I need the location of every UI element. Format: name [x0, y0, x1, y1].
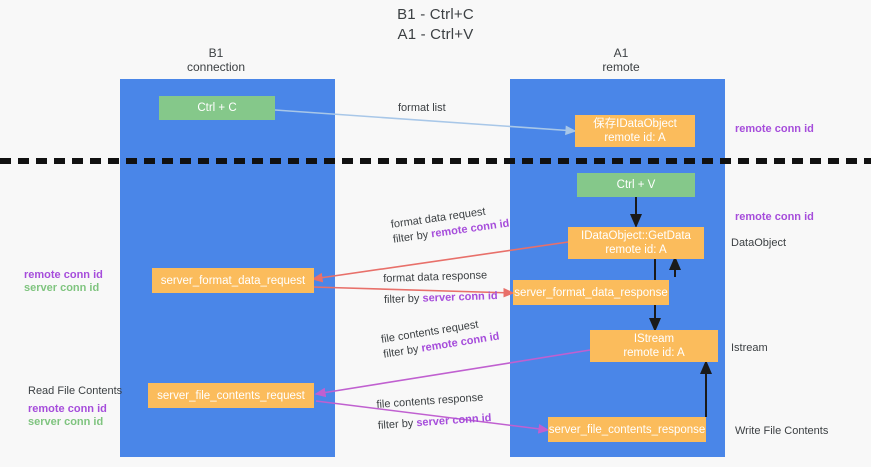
edge-label-file-contents-response-line2: filter by server conn id [377, 411, 492, 434]
node-server-file-contents-request-label: server_file_contents_request [157, 389, 305, 402]
node-getdata-label: IDataObject::GetData [581, 230, 691, 242]
filter-key-server-conn-id: server conn id [415, 412, 492, 430]
node-server-file-contents-request[interactable]: server_file_contents_request [148, 383, 314, 408]
annotation-remote-conn-id-top: remote conn id [735, 123, 814, 135]
node-getdata[interactable]: IDataObject::GetData remote id: A [568, 227, 704, 259]
node-save-dataobject[interactable]: 保存IDataObject remote id: A [575, 115, 695, 147]
annotation-dataobject: DataObject [731, 237, 787, 249]
node-ctrl-c-label: Ctrl + C [197, 102, 237, 114]
edge-label-format-data-response-line1: format data response [383, 269, 488, 285]
diagram-title-line2: A1 - Ctrl+V [397, 26, 474, 43]
annotation-read-file-contents: Read File Contents [28, 385, 123, 397]
edge-label-file-contents-response: file contents response filter by server … [376, 390, 492, 434]
filter-prefix: filter by [392, 228, 433, 246]
node-istream-label: IStream [633, 333, 675, 345]
edge-label-format-data-response: format data response filter by server co… [383, 268, 498, 308]
node-save-dataobject-sub: remote id: A [604, 132, 666, 144]
node-getdata-sub: remote id: A [605, 244, 667, 256]
filter-prefix: filter by [377, 417, 417, 432]
node-server-format-data-response-label: server_format_data_response [514, 286, 668, 299]
column-header-b1-role: connection [186, 60, 246, 74]
edge-label-file-contents-response-line1: file contents response [376, 391, 484, 411]
edge-label-format-data-request: format data request filter by remote con… [390, 202, 510, 248]
node-istream-sub: remote id: A [623, 347, 685, 359]
node-server-format-data-request-label: server_format_data_request [160, 274, 306, 287]
filter-key-server-conn-id: server conn id [422, 290, 498, 305]
node-istream[interactable]: IStream remote id: A [590, 330, 718, 362]
edge-label-file-contents-request: file contents request filter by remote c… [380, 315, 501, 363]
annotation-left-server-conn-id-bottom: server conn id [28, 416, 104, 428]
edge-label-format-list: format list [398, 102, 446, 114]
column-header-a1-name: A1 [613, 46, 629, 60]
annotation-left-remote-conn-id-bottom: remote conn id [28, 403, 107, 415]
node-ctrl-v[interactable]: Ctrl + V [577, 173, 695, 197]
edge-label-format-data-response-line2: filter by server conn id [384, 289, 498, 308]
node-save-dataobject-label: 保存IDataObject [593, 118, 677, 130]
node-server-format-data-response[interactable]: server_format_data_response [513, 280, 669, 305]
diagram-title-line1: B1 - Ctrl+C [397, 6, 474, 23]
node-ctrl-c[interactable]: Ctrl + C [159, 96, 275, 120]
annotation-left-server-conn-id-mid: server conn id [24, 282, 100, 294]
node-server-file-contents-response-label: server_file_contents_response [548, 423, 706, 436]
annotation-remote-conn-id-mid: remote conn id [735, 211, 814, 223]
column-header-a1: A1 remote [521, 46, 721, 74]
annotation-write-file-contents: Write File Contents [735, 425, 829, 437]
node-server-format-data-request[interactable]: server_format_data_request [152, 268, 314, 293]
column-header-a1-role: remote [602, 60, 640, 74]
annotation-istream: Istream [731, 342, 768, 354]
node-server-file-contents-response[interactable]: server_file_contents_response [548, 417, 706, 442]
filter-prefix: filter by [383, 292, 423, 306]
node-ctrl-v-label: Ctrl + V [616, 179, 656, 191]
annotation-left-remote-conn-id-mid: remote conn id [24, 269, 103, 281]
diagram-title: B1 - Ctrl+C A1 - Ctrl+V [0, 5, 871, 45]
column-header-b1: B1 connection [116, 46, 316, 74]
column-header-b1-name: B1 [208, 46, 224, 60]
